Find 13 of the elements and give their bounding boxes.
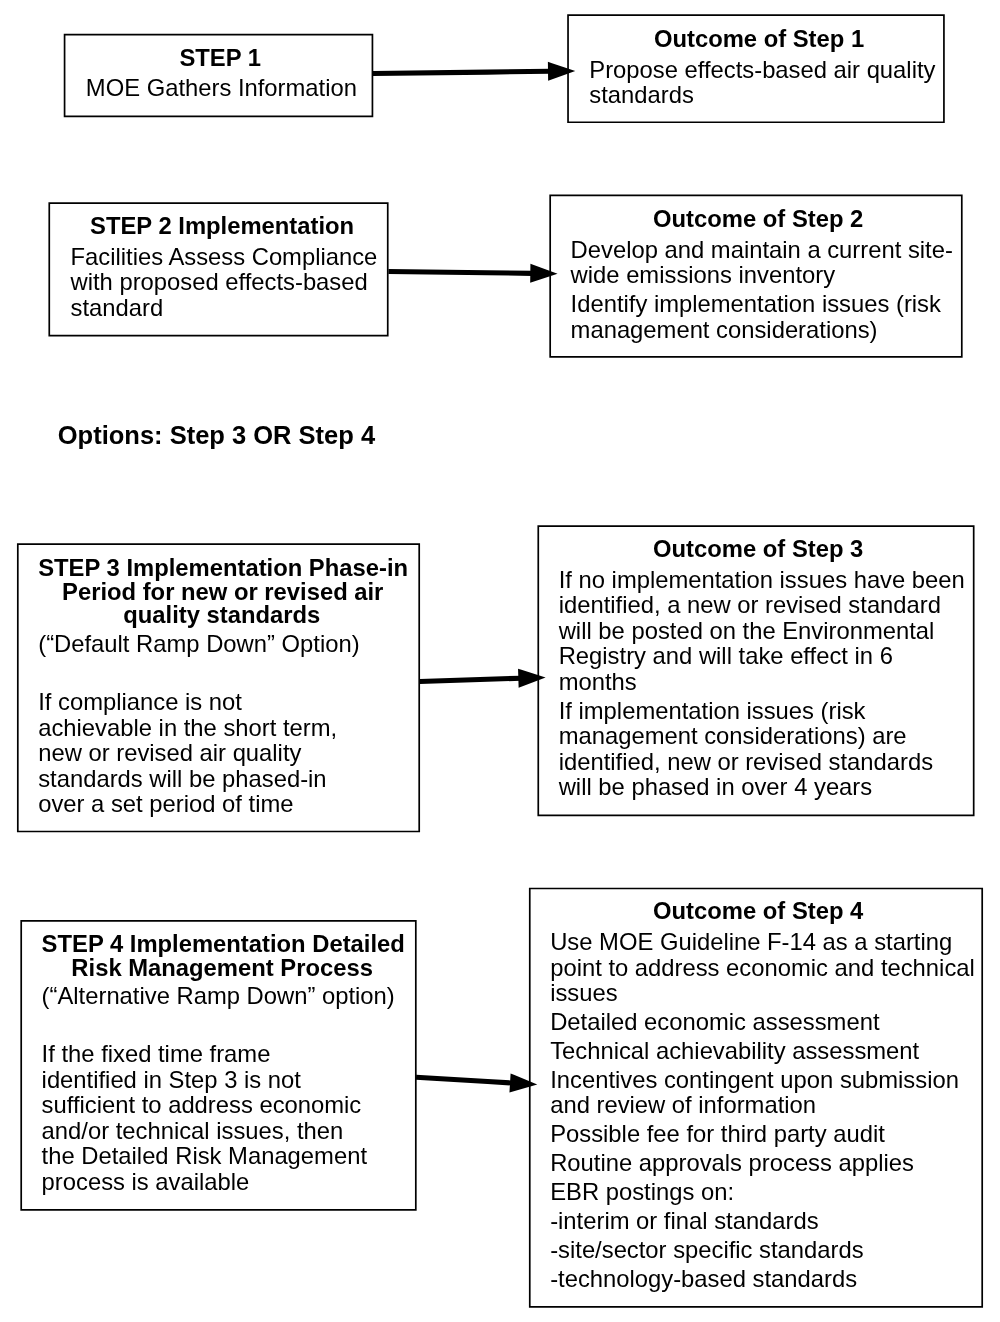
node-box: STEP 1 MOE Gathers Information (63, 33, 374, 118)
node-box: Outcome of Step 4 Use MOE Guideline F-14 as a starting point to address economic and technical issues Detailed economic assessment Technical achievability assessment Incentives contingent upon submission and review of information Possible fee for third party audit Routine approvals process applies EBR postings on: -interim or final standards -site/sector specific standards -technology-based standards (528, 887, 984, 1308)
arrow (388, 263, 558, 283)
arrow (415, 1073, 538, 1093)
node-box: Outcome of Step 3 If no implementation issues have been identified, a new or revised standard will be posted on the Environmental Registry and will take effect in 6 months If implementation issues (risk management considerations) are identified, new or revised standards will be phased in over 4 years (537, 525, 975, 817)
label: Options: Step 3 OR Step 4 (57, 420, 376, 449)
node-box: Outcome of Step 2 Develop and maintain a current site-wide emissions inventory Identify implementation issues (risk management considerations) (549, 194, 963, 358)
node-box: STEP 4 Implementation Detailed Risk Management Process (“Alternative Ramp Down” option) If the fixed time frame identified in Step 3 is not sufficient to address economic and/or technical issues, then the Detailed Risk Management process is available (20, 919, 417, 1211)
node-box: STEP 2 Implementation Facilities Assess Compliance with proposed effects-based standard (48, 202, 389, 337)
node-box: STEP 3 Implementation Phase-in Period for new or revised air quality standards (“Default Ramp Down” Option) If compliance is not achievable in the short term, new or revised air quality standards will be phased-in over a set period of time (16, 543, 421, 833)
arrow (372, 61, 576, 81)
arrow (419, 668, 546, 688)
node-box: Outcome of Step 1 Propose effects-based air quality standards (567, 14, 945, 124)
